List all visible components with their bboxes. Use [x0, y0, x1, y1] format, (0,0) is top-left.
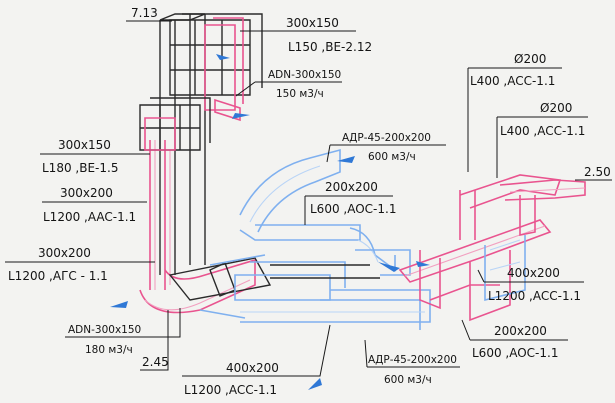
- elevation-top-label: 7.13: [131, 6, 158, 20]
- adn-bottom-flow: 180 м3/ч: [85, 344, 133, 356]
- flow-arrow-icon: [216, 54, 230, 60]
- flow-arrows: [110, 54, 430, 390]
- top-duct-size: 300x150: [286, 16, 339, 30]
- leader-lines: [5, 20, 612, 377]
- adr-mid-name: AДР-45-200x200: [342, 132, 431, 144]
- adr-bottom-name: AДР-45-200x200: [368, 354, 457, 366]
- dimension-labels: 7.13 300x150 L150 ,BE-2.12 ADN-300x150 1…: [8, 6, 611, 397]
- flow-arrow-icon: [337, 156, 355, 163]
- flow-arrow-icon: [308, 378, 322, 390]
- vertical-riser: [139, 13, 263, 290]
- left-duct-1-spec: L180 ,BE-1.5: [42, 161, 118, 175]
- left-duct-2-spec: L1200 ,AAC-1.1: [43, 210, 136, 224]
- flow-arrow-icon: [110, 301, 128, 308]
- duct-network: [110, 13, 586, 390]
- left-duct-3-spec: L1200 ,AГC - 1.1: [8, 269, 108, 283]
- flow-arrow-icon: [416, 261, 430, 267]
- top-duct-spec: L150 ,BE-2.12: [288, 40, 372, 54]
- right-duct-4-size: 200x200: [494, 324, 547, 338]
- adn-bottom-name: ADN-300x150: [68, 324, 141, 336]
- right-branch: [398, 174, 586, 322]
- mid-duct-spec: L600 ,AOC-1.1: [310, 202, 396, 216]
- flow-arrow-icon: [378, 262, 400, 272]
- left-duct-3-size: 300x200: [38, 246, 91, 260]
- bottom-duct-spec: L1200 ,ACC-1.1: [184, 383, 277, 397]
- right-duct-3-size: 400x200: [507, 266, 560, 280]
- flow-arrow-icon: [232, 113, 250, 119]
- adn-top-flow: 150 м3/ч: [276, 88, 324, 100]
- bottom-elbow: [139, 254, 272, 319]
- round-duct-2-size: Ø200: [540, 101, 572, 115]
- elevation-bottom-label: 2.45: [142, 355, 169, 369]
- round-duct-1-spec: L400 ,ACC-1.1: [470, 74, 555, 88]
- right-duct-4-spec: L600 ,AOC-1.1: [472, 346, 558, 360]
- horizontal-main-run: [234, 261, 431, 330]
- left-duct-1-size: 300x150: [58, 138, 111, 152]
- left-duct-2-size: 300x200: [60, 186, 113, 200]
- adr-bottom-flow: 600 м3/ч: [384, 374, 432, 386]
- round-duct-1-size: Ø200: [514, 52, 546, 66]
- round-duct-2-spec: L400 ,ACC-1.1: [500, 124, 585, 138]
- right-duct-3-spec: L1200 ,ACC-1.1: [488, 289, 581, 303]
- elevation-right-label: 2.50: [584, 165, 611, 179]
- adn-top-name: ADN-300x150: [268, 69, 341, 81]
- bottom-duct-size: 400x200: [226, 361, 279, 375]
- elevated-branch: [239, 148, 411, 276]
- mid-duct-size: 200x200: [325, 180, 378, 194]
- adr-mid-flow: 600 м3/ч: [368, 151, 416, 163]
